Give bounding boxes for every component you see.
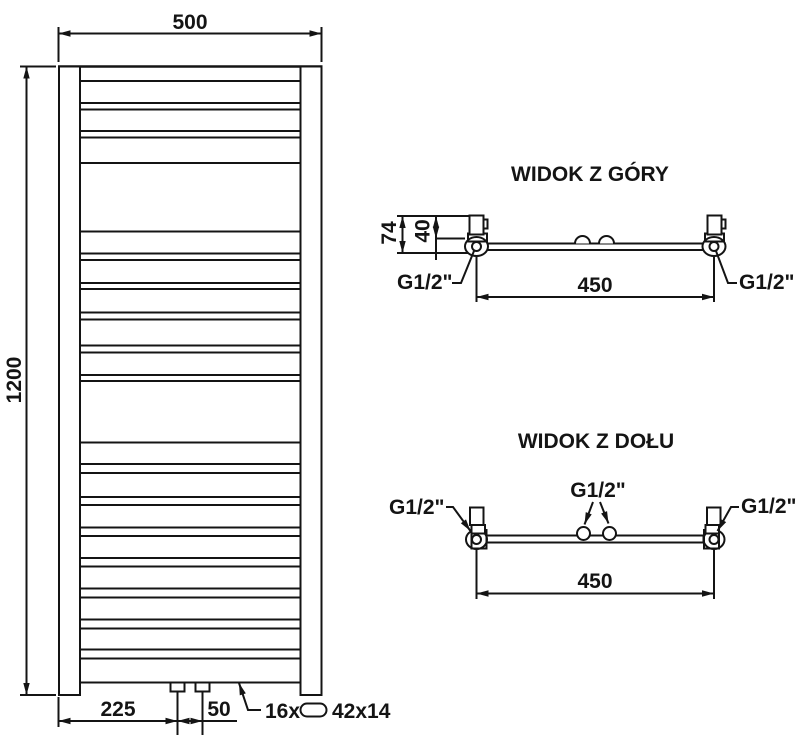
radiator-bar-bottom-view [485, 534, 705, 544]
dim-width: 500 [57, 11, 323, 62]
dim-height: 1200 [3, 65, 56, 696]
leader-line [446, 506, 472, 532]
leader-line [599, 501, 610, 524]
dim-offset-value: 225 [100, 698, 135, 721]
tube-profile-value: 42x14 [332, 700, 391, 723]
leader-line [583, 501, 594, 525]
left-valve-assembly-bottom [465, 506, 488, 550]
bracket-tab [720, 218, 727, 230]
bottom-view: WIDOK Z DOŁU G1/2" G1/2" [389, 430, 796, 599]
bracket-foot [704, 524, 720, 535]
radiator-body [58, 65, 323, 696]
dim-depth-value: 40 [412, 219, 435, 242]
bottom-connection-stub [169, 681, 186, 693]
bracket-tab [482, 218, 489, 230]
bottom-view-title: WIDOK Z DOŁU [518, 430, 674, 453]
tube-profile-icon [299, 702, 328, 718]
dim-depth-total-value: 74 [378, 221, 401, 245]
thread-opening [708, 241, 720, 252]
right-collector-rail [299, 65, 323, 696]
right-valve-assembly-bottom [702, 506, 726, 550]
leader-line [238, 682, 261, 711]
dim-spacing-value: 450 [577, 570, 612, 593]
thread-labels-bottom-view: G1/2" G1/2" [389, 495, 796, 532]
right-valve-assembly [701, 214, 727, 257]
leader-line [452, 250, 475, 284]
bracket-foot [470, 524, 486, 535]
tube-lines [80, 80, 301, 684]
thread-opening [471, 241, 482, 252]
thread-left-label: G1/2" [389, 496, 444, 519]
tube-count-label: 16x [265, 700, 300, 723]
wall-bracket [706, 506, 722, 526]
left-collector-rail [58, 65, 81, 696]
thread-left-label: G1/2" [397, 271, 452, 294]
wall-bracket [469, 506, 485, 526]
dim-spacing-value: 50 [207, 698, 230, 721]
front-view: 500 1200 225 50 [3, 11, 391, 735]
leader-line [716, 506, 739, 532]
radiator-bar-top-view [486, 242, 708, 251]
dim-height-value: 1200 [3, 357, 26, 404]
dim-bottom-connections: 225 50 [57, 691, 237, 735]
bottom-connection-stub [194, 681, 211, 693]
left-valve-assembly [464, 214, 489, 257]
wall-bracket [706, 214, 723, 236]
dim-depths: 74 40 [378, 215, 484, 260]
thread-right-label: G1/2" [741, 495, 796, 518]
center-connection-bump [574, 235, 591, 244]
center-thread-label: G1/2" [570, 479, 626, 525]
tube-profile-note: 16x 42x14 [238, 682, 391, 723]
center-connection [576, 526, 591, 541]
dim-connection-spacing-top: 450 [475, 256, 715, 302]
thread-opening [471, 534, 482, 545]
top-view-title: WIDOK Z GÓRY [511, 162, 669, 186]
center-connection [602, 526, 617, 541]
wall-bracket [468, 214, 485, 236]
thread-right-label: G1/2" [739, 271, 794, 294]
dim-spacing-value: 450 [577, 274, 612, 297]
leader-line [715, 250, 737, 284]
center-connection-bump [598, 235, 615, 244]
thread-labels-top-view: G1/2" G1/2" [397, 250, 794, 294]
thread-center-label: G1/2" [570, 479, 625, 502]
dim-connection-spacing-bottom: 450 [475, 549, 715, 599]
dim-width-value: 500 [172, 11, 207, 34]
thread-opening [708, 534, 720, 545]
top-view: WIDOK Z GÓRY 74 40 [378, 162, 794, 302]
